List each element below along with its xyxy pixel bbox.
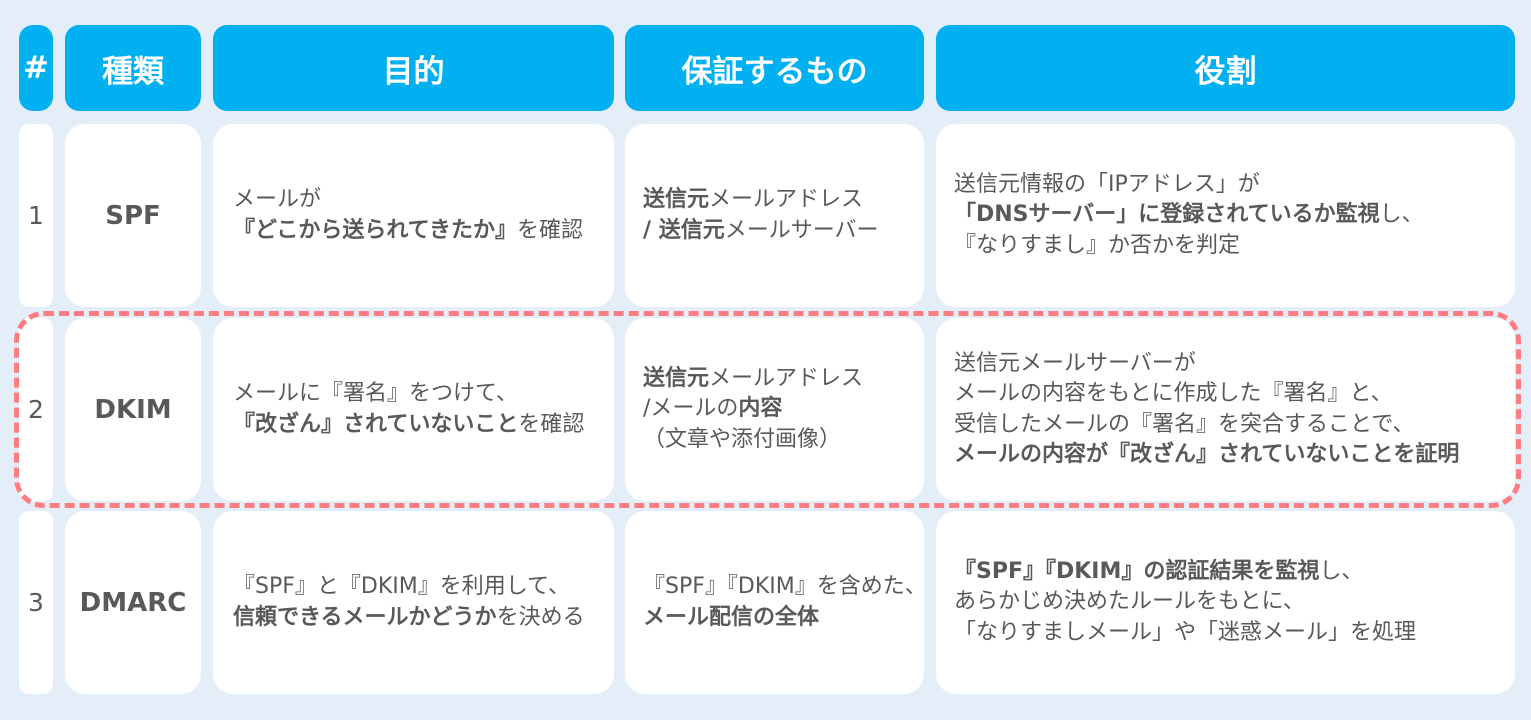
header-type: 種類 [65,25,201,111]
bold-segment: 送信元 [643,365,710,391]
cell-text: 『SPF』『DKIM』を含めた、メール配信の全体 [643,572,927,633]
text-line: 送信元メールサーバーが [954,349,1459,379]
cell-text: 送信元メールアドレス / 送信元メールサーバー [643,185,879,246]
text-line: メール配信の全体 [643,603,927,633]
cell-text: 送信元メールアドレス /メールの内容（文章や添付画像） [643,364,863,455]
text-segment: 『なりすまし』か否かを判定 [954,232,1241,258]
text-line: 『改ざん』されていないことを確認 [233,410,584,440]
header-purpose: 目的 [213,25,614,111]
header-guarantee: 保証するもの [625,25,924,111]
text-segment: し、 [1379,202,1424,228]
bold-segment: 『どこから送られてきたか』 [233,217,518,243]
bold-segment: メールの内容が『改ざん』されていないことを証明 [954,441,1460,467]
row-guarantee-1: 送信元メールアドレス / 送信元メールサーバー [625,124,924,307]
text-line: メールに『署名』をつけて、 [233,379,584,409]
text-line: 『どこから送られてきたか』を確認 [233,216,583,246]
text-segment: /メールの [643,396,739,422]
text-line: 『SPF』『DKIM』の認証結果を監視し、 [954,557,1416,587]
text-line: メールが [233,185,583,215]
row-num-1: 1 [19,124,53,307]
text-segment: メールアドレス [709,365,864,391]
text-line: 「DNSサーバー」に登録されているか監視し、 [954,200,1424,230]
text-segment: メールアドレス [709,187,864,213]
text-line: あらかじめ決めたルールをもとに、 [954,587,1416,617]
bold-segment: / [643,217,659,243]
bold-segment: 『SPF』『DKIM』の認証結果を監視 [954,558,1320,584]
text-line: メールの内容をもとに作成した『署名』と、 [954,379,1459,409]
bold-segment: 『改ざん』されていないこと [233,411,519,437]
cell-text: 『SPF』『DKIM』の認証結果を監視し、あらかじめ決めたルールをもとに、「なり… [954,557,1416,648]
text-segment: （文章や添付画像） [643,426,842,452]
header-num: # [19,25,53,111]
bold-segment: 「DNSサーバー」に登録されているか監視 [954,202,1380,228]
bold-segment: 内容 [738,396,783,422]
text-segment: メールの内容をもとに作成した『署名』と、 [954,381,1393,407]
cell-text: メールに『署名』をつけて、『改ざん』されていないことを確認 [233,379,584,440]
bold-segment: メール配信の全体 [643,604,820,630]
text-segment: 送信元情報の「IPアドレス」が [954,171,1260,197]
text-segment: 送信元メールサーバーが [954,350,1196,376]
row-purpose-1: メールが『どこから送られてきたか』を確認 [213,124,614,307]
cell-text: 『SPF』と『DKIM』を利用して、信頼できるメールかどうかを決める [233,572,585,633]
cell-text: メールが『どこから送られてきたか』を確認 [233,185,583,246]
row-guarantee-2: 送信元メールアドレス /メールの内容（文章や添付画像） [625,318,924,501]
bold-segment: 信頼できるメールかどうか [233,604,497,630]
text-segment: メールに『署名』をつけて、 [233,381,518,407]
bold-segment: 送信元 [658,217,725,243]
text-line: 『なりすまし』か否かを判定 [954,231,1424,261]
row-role-2: 送信元メールサーバーがメールの内容をもとに作成した『署名』と、受信したメールの『… [936,318,1515,501]
text-line: /メールの内容 [643,394,863,424]
row-type-spf: SPF [65,124,201,307]
text-line: 「なりすましメール」や「迷惑メール」を処理 [954,618,1416,648]
text-line: 受信したメールの『署名』を突合することで、 [954,410,1459,440]
text-segment: 『SPF』と『DKIM』を利用して、 [233,574,570,600]
text-line: 送信元メールアドレス [643,364,863,394]
text-line: 『SPF』と『DKIM』を利用して、 [233,572,585,602]
text-line: 信頼できるメールかどうかを決める [233,603,585,633]
text-segment: あらかじめ決めたルールをもとに、 [954,589,1305,615]
text-segment: を確認 [517,217,584,243]
text-segment: メールサーバー [724,217,879,243]
cell-text: 送信元情報の「IPアドレス」が「DNSサーバー」に登録されているか監視し、『なり… [954,170,1424,261]
row-purpose-3: 『SPF』と『DKIM』を利用して、信頼できるメールかどうかを決める [213,511,614,694]
row-role-1: 送信元情報の「IPアドレス」が「DNSサーバー」に登録されているか監視し、『なり… [936,124,1515,307]
text-line: 『SPF』『DKIM』を含めた、 [643,572,927,602]
text-line: メールの内容が『改ざん』されていないことを証明 [954,440,1459,470]
text-line: 送信元情報の「IPアドレス」が [954,170,1424,200]
row-type-dmarc: DMARC [65,511,201,694]
row-role-3: 『SPF』『DKIM』の認証結果を監視し、あらかじめ決めたルールをもとに、「なり… [936,511,1515,694]
text-line: / 送信元メールサーバー [643,216,879,246]
header-role: 役割 [936,25,1515,111]
text-line: 送信元メールアドレス [643,185,879,215]
row-purpose-2: メールに『署名』をつけて、『改ざん』されていないことを確認 [213,318,614,501]
cell-text: 送信元メールサーバーがメールの内容をもとに作成した『署名』と、受信したメールの『… [954,349,1459,470]
row-num-3: 3 [19,511,53,694]
text-segment: し、 [1319,558,1364,584]
text-segment: メールが [233,187,322,213]
text-line: （文章や添付画像） [643,425,863,455]
text-segment: 受信したメールの『署名』を突合することで、 [954,411,1415,437]
text-segment: を決める [496,604,585,630]
row-type-dkim: DKIM [65,318,201,501]
text-segment: を確認 [518,411,585,437]
row-num-2: 2 [19,318,53,501]
text-segment: 「なりすましメール」や「迷惑メール」を処理 [954,619,1417,645]
text-segment: 『SPF』『DKIM』を含めた、 [643,574,927,600]
bold-segment: 送信元 [643,187,710,213]
row-guarantee-3: 『SPF』『DKIM』を含めた、メール配信の全体 [625,511,927,694]
